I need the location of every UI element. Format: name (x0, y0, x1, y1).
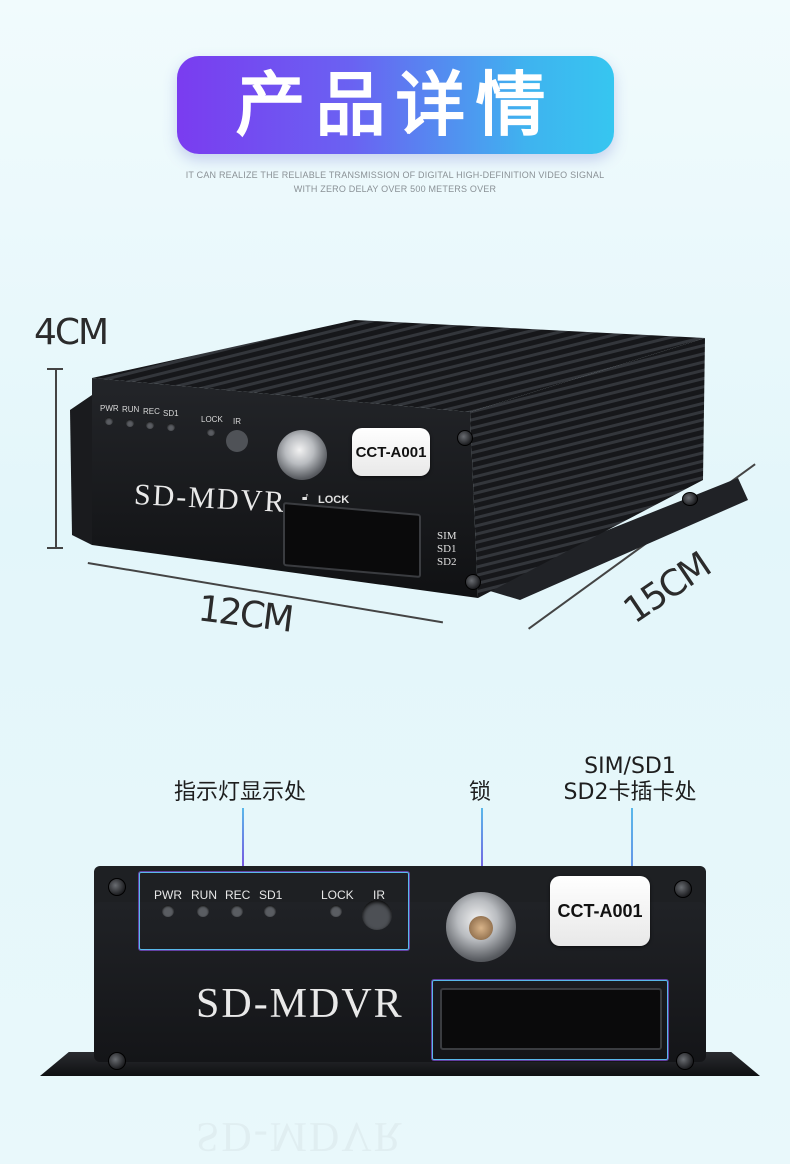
led-indicator (162, 905, 174, 917)
indicator-label: RUN (122, 405, 140, 414)
title-banner: 产品详情 (177, 56, 614, 154)
lock-symbol-icon: 🔓︎ (302, 492, 309, 503)
indicator-label: SD1 (163, 409, 179, 418)
height-dimension-tick-top (47, 368, 63, 370)
leader-line-lock (481, 808, 483, 884)
indicator-highlight-frame (139, 872, 409, 950)
indicator-label: LOCK (321, 888, 354, 902)
model-tag: CCT-A001 (550, 876, 650, 946)
brand-reflection: SD-MDVR (196, 1113, 404, 1159)
screw-icon (674, 880, 692, 898)
subtitle-line-1: IT CAN REALIZE THE RELIABLE TRANSMISSION… (185, 170, 605, 180)
indicator-label: RUN (191, 888, 217, 902)
indicator-label: IR (233, 417, 241, 426)
led-indicator (330, 905, 342, 917)
led-indicator (105, 417, 113, 425)
screw-icon (465, 574, 481, 590)
key-lock-icon[interactable] (277, 430, 327, 480)
slot-label: SD1 (437, 543, 457, 555)
indicator-label: PWR (154, 888, 182, 902)
subtitle-line-2: WITH ZERO DELAY OVER 500 METERS OVER (293, 184, 497, 194)
slot-highlight-frame (432, 980, 668, 1060)
led-indicator (207, 428, 215, 436)
led-indicator (197, 905, 209, 917)
indicator-label: REC (143, 407, 160, 416)
indicator-label: PWR (100, 404, 119, 413)
lock-label: LOCK (318, 494, 350, 506)
ir-sensor (362, 900, 392, 930)
callout-slot-line-1: SIM/SD1 (584, 754, 676, 779)
card-slot-cover[interactable] (283, 501, 421, 579)
indicator-label: LOCK (201, 415, 223, 424)
callout-indicator-area: 指示灯显示处 (173, 780, 306, 805)
device-perspective-view: PWR RUN REC SD1 LOCK IR 🔓︎ LOCK CCT-A001… (70, 320, 748, 600)
height-dimension-line (55, 368, 57, 548)
indicator-label: SD1 (259, 888, 283, 902)
led-indicator (126, 419, 134, 427)
brand-label: SD-MDVR (196, 981, 404, 1027)
device-body-drawing (70, 320, 748, 600)
slot-label: SD2 (437, 556, 457, 568)
led-indicator (264, 905, 276, 917)
indicator-label: REC (225, 888, 251, 902)
page-title: 产品详情 (235, 64, 556, 146)
height-dimension-label: 4CM (34, 312, 109, 353)
leader-line-indicator (242, 808, 244, 872)
screw-icon (682, 492, 698, 506)
ir-sensor (226, 430, 248, 452)
indicator-label: IR (373, 888, 385, 902)
lock-keyhole-icon (469, 916, 493, 940)
screw-icon (676, 1052, 694, 1070)
callout-lock: 锁 (468, 780, 491, 805)
callout-slot-line-2: SD2卡插卡处 (563, 780, 697, 805)
screw-icon (108, 878, 126, 896)
led-indicator (167, 423, 175, 431)
screw-icon (108, 1052, 126, 1070)
model-tag: CCT-A001 (352, 428, 430, 476)
height-dimension-tick-bottom (47, 547, 63, 549)
slot-label: SIM (437, 530, 457, 542)
led-indicator (231, 905, 243, 917)
slot-labels: SIM SD1 SD2 (437, 530, 457, 569)
device-front-view: PWR RUN REC SD1 LOCK IR CCT-A001 SD-MDVR (40, 862, 760, 1112)
led-indicator (146, 421, 154, 429)
card-slot-cover[interactable] (440, 988, 662, 1050)
screw-icon (457, 430, 473, 446)
